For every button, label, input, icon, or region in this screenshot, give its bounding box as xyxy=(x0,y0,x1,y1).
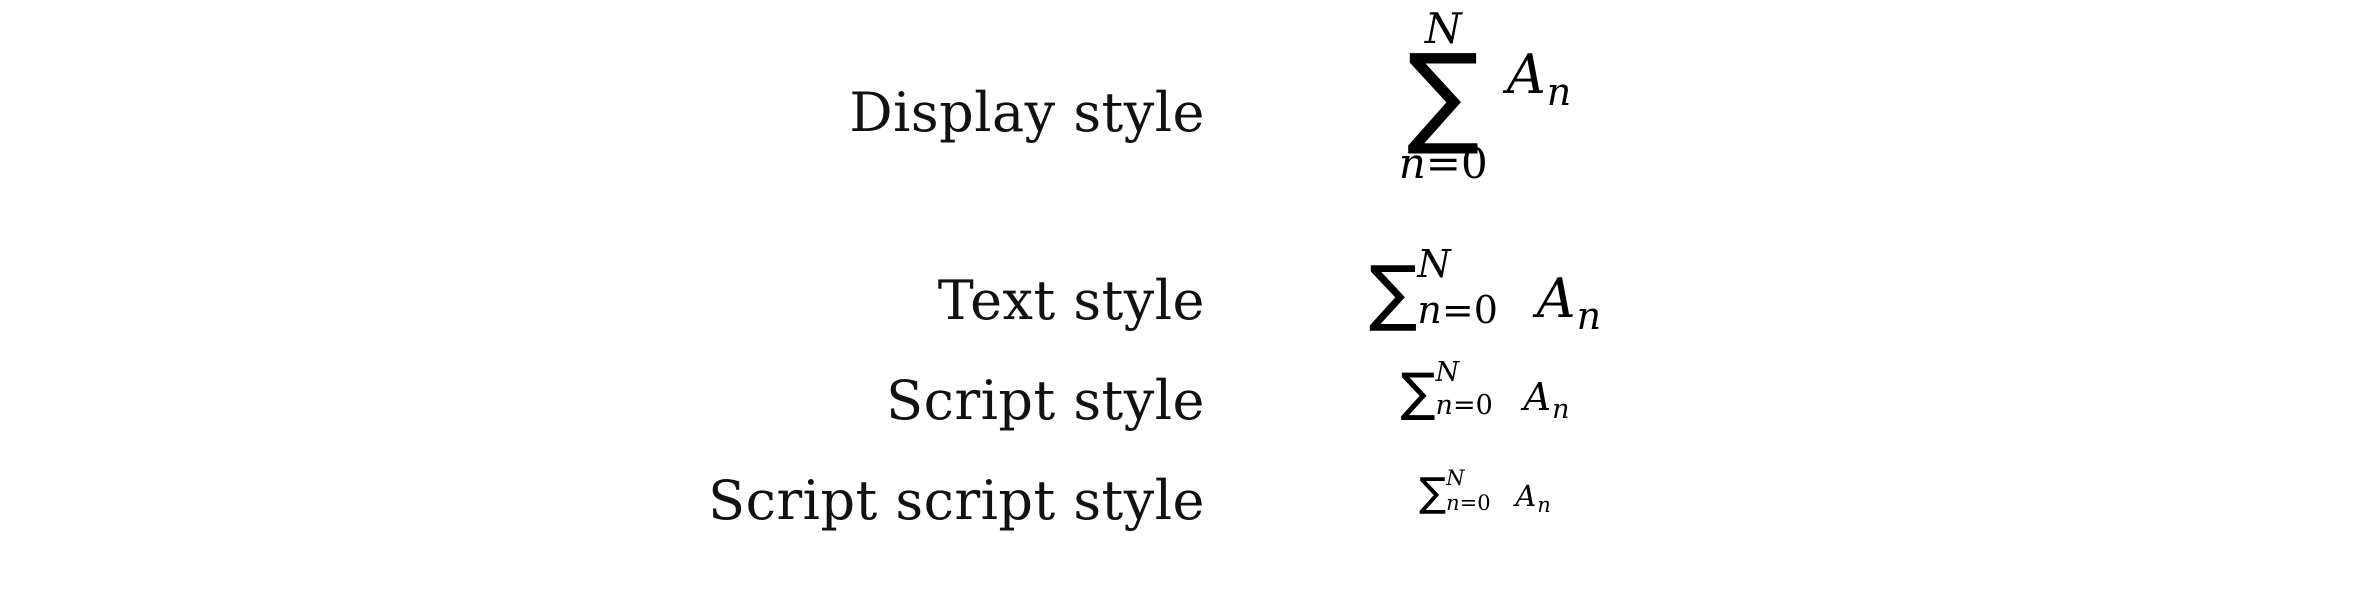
summand-term-script: An xyxy=(1524,375,1570,432)
sum-upper-limit: N xyxy=(1435,357,1460,388)
summand-subscript: n xyxy=(1576,294,1602,338)
summand-base: A xyxy=(1523,375,1552,419)
math-inner-display: N ∑ n=0 An xyxy=(1399,8,1572,185)
sum-lower-limit-equals: = xyxy=(1425,139,1461,189)
summand-base: A xyxy=(1515,479,1537,513)
summand-base: A xyxy=(1536,267,1576,330)
style-label-text: Text style xyxy=(937,269,1205,332)
sum-upper-limit: N xyxy=(1446,466,1465,490)
sigma-icon: ∑ xyxy=(1406,31,1480,160)
sum-lower-limit-value: 0 xyxy=(1473,288,1498,332)
sum-lower-limit-equals: = xyxy=(1452,390,1476,421)
sum-lower-limit-value: 0 xyxy=(1475,390,1493,421)
summand-term-scriptscript: An xyxy=(1515,479,1550,522)
sum-lower-limit-equals: = xyxy=(1441,288,1474,332)
sum-lower-limit-var: n xyxy=(1446,491,1460,515)
sum-upper-limit: N xyxy=(1417,242,1451,286)
style-label-scriptscript: Script script style xyxy=(708,469,1205,532)
style-label-display: Display style xyxy=(849,81,1205,144)
sum-lower-limit: n=0 xyxy=(1399,143,1488,185)
summand-term-display: An xyxy=(1507,43,1571,114)
summation-display: N ∑ n=0 xyxy=(1399,8,1488,185)
summand-subscript: n xyxy=(1552,394,1570,425)
style-label-script: Script style xyxy=(886,369,1205,432)
sigma-icon: ∑ xyxy=(1400,363,1436,423)
sum-lower-limit-equals: = xyxy=(1459,491,1478,515)
sum-lower-limit: n=0 xyxy=(1446,486,1491,520)
sum-lower-limit-value: 0 xyxy=(1477,491,1491,515)
sigma-icon: ∑ xyxy=(1368,250,1418,334)
sum-lower-limit-var: n xyxy=(1398,139,1426,189)
sum-lower-limit: n=0 xyxy=(1417,279,1498,341)
sum-lower-limit-var: n xyxy=(1417,288,1442,332)
summand-base: A xyxy=(1506,43,1546,107)
sum-upper-limit: N xyxy=(1424,4,1462,53)
sigma-icon: ∑ xyxy=(1419,470,1447,516)
summand-subscript: n xyxy=(1537,493,1551,517)
sum-lower-limit-var: n xyxy=(1435,390,1453,421)
summand-subscript: n xyxy=(1546,70,1572,115)
math-expression-display: N ∑ n=0 An xyxy=(1255,8,1715,185)
sum-lower-limit-value: 0 xyxy=(1460,139,1488,189)
sum-lower-limit: n=0 xyxy=(1436,384,1493,428)
summand-term-text: An xyxy=(1537,268,1601,347)
